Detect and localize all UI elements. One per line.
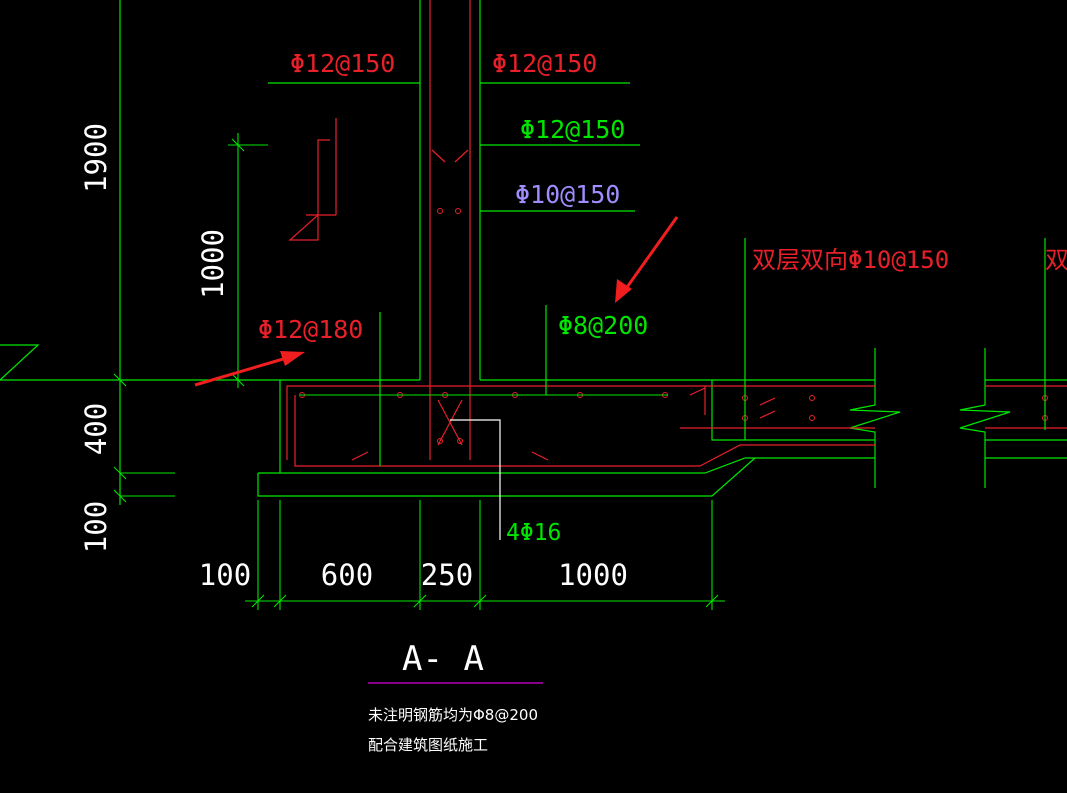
dim-horizontal-250: 250 — [421, 558, 473, 592]
label-rebar-bottom: 4Φ16 — [506, 520, 561, 546]
section-note-2: 配合建筑图纸施工 — [368, 736, 488, 754]
bottom-bar-leader — [450, 419, 501, 540]
dim-vertical-1900: 1900 — [79, 123, 113, 193]
label-rebar-double-layer: 双层双向Φ10@150 — [752, 246, 949, 274]
label-rebar-right-slab: Φ8@200 — [558, 311, 648, 340]
dim-horizontal-1000: 1000 — [558, 558, 628, 592]
dim-horizontal-600: 600 — [321, 558, 373, 592]
red-arrow-right — [615, 216, 679, 303]
section-title: A- A — [402, 639, 484, 679]
label-rebar-wall-violet: Φ10@150 — [515, 180, 620, 209]
label-rebar-top-left: Φ12@150 — [290, 49, 395, 78]
label-rebar-left-slab: Φ12@180 — [258, 315, 363, 344]
leader-lines — [268, 82, 1046, 466]
dim-vertical-400: 400 — [79, 403, 113, 455]
dim-vertical-100: 100 — [79, 501, 113, 553]
dim-vertical-1000: 1000 — [196, 229, 230, 299]
concrete-outline — [0, 0, 1067, 505]
dim-horizontal-100: 100 — [199, 558, 251, 592]
label-rebar-top-right: Φ12@150 — [492, 49, 597, 78]
red-arrow-left — [194, 351, 305, 387]
rebar-red-lines — [286, 0, 1067, 467]
label-rebar-double-layer-cut: 双层 — [1045, 246, 1067, 274]
section-note-1: 未注明钢筋均为Φ8@200 — [368, 706, 538, 724]
dimension-lines — [113, 133, 725, 610]
label-rebar-wall-green: Φ12@150 — [520, 115, 625, 144]
